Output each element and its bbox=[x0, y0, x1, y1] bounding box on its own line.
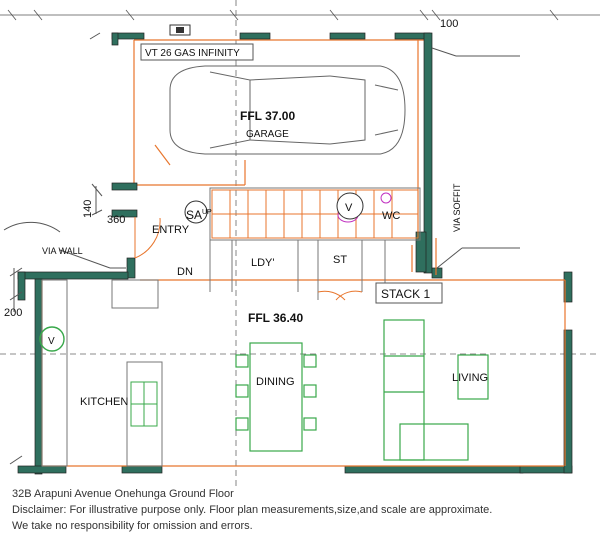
dimension-marks bbox=[9, 32, 103, 465]
v-label-kitchen: V bbox=[48, 336, 55, 347]
hot-water-unit-icon bbox=[39, 326, 65, 352]
entry-label: ENTRY bbox=[152, 224, 190, 236]
via-wall-label: VIA WALL bbox=[42, 246, 83, 256]
via-soffit-label: VIA SOFFIT bbox=[452, 183, 462, 232]
sa-label: SA bbox=[186, 208, 202, 222]
dim-100: 100 bbox=[440, 18, 458, 30]
ldy-label: LDY' bbox=[251, 257, 275, 269]
entry-door bbox=[134, 217, 161, 259]
dining-label: DINING bbox=[256, 376, 295, 388]
stack-marker bbox=[169, 24, 191, 36]
dn-label: DN bbox=[177, 266, 193, 278]
st-label: ST bbox=[333, 254, 347, 266]
dim-360: 360 bbox=[107, 214, 125, 226]
kitchen-fittings bbox=[41, 279, 163, 467]
up-label: UP bbox=[202, 209, 212, 216]
via-wall-arc bbox=[3, 221, 126, 269]
soffit-arrow bbox=[431, 47, 520, 269]
caption-title: 32B Arapuni Avenue Onehunga Ground Floor bbox=[12, 488, 234, 500]
garage-label: GARAGE bbox=[246, 129, 289, 140]
axis-lines bbox=[0, 0, 600, 490]
main-ffl-label: FFL 36.40 bbox=[248, 311, 303, 325]
walls bbox=[17, 32, 573, 475]
stack-box bbox=[375, 282, 443, 304]
stack-label: STACK 1 bbox=[381, 287, 430, 301]
vent-icon bbox=[184, 192, 364, 224]
top-dimension-line bbox=[0, 9, 600, 21]
wc-label: WC bbox=[382, 210, 400, 222]
caption-responsibility: We take no responsibility for omission a… bbox=[12, 520, 253, 532]
gas-label: VT 26 GAS INFINITY bbox=[145, 48, 240, 59]
laundry-door bbox=[317, 290, 363, 301]
gas-label-box bbox=[140, 43, 254, 61]
garage-ffl-label: FFL 37.00 bbox=[240, 109, 295, 123]
dim-200: 200 bbox=[4, 307, 22, 319]
floor-plan: VT 26 GAS INFINITY FFL 37.00 GARAGE 100 … bbox=[0, 0, 600, 490]
kitchen-label: KITCHEN bbox=[80, 396, 128, 408]
dim-140: 140 bbox=[82, 200, 94, 218]
v-label-wc: V bbox=[345, 202, 353, 214]
sofa bbox=[383, 319, 489, 461]
car-icon bbox=[169, 65, 406, 155]
living-label: LIVING bbox=[452, 372, 488, 384]
caption-disclaimer: Disclaimer: For illustrative purpose onl… bbox=[12, 504, 493, 516]
staircase bbox=[211, 189, 419, 239]
dining-table bbox=[235, 342, 317, 452]
stair-structure bbox=[209, 187, 421, 300]
